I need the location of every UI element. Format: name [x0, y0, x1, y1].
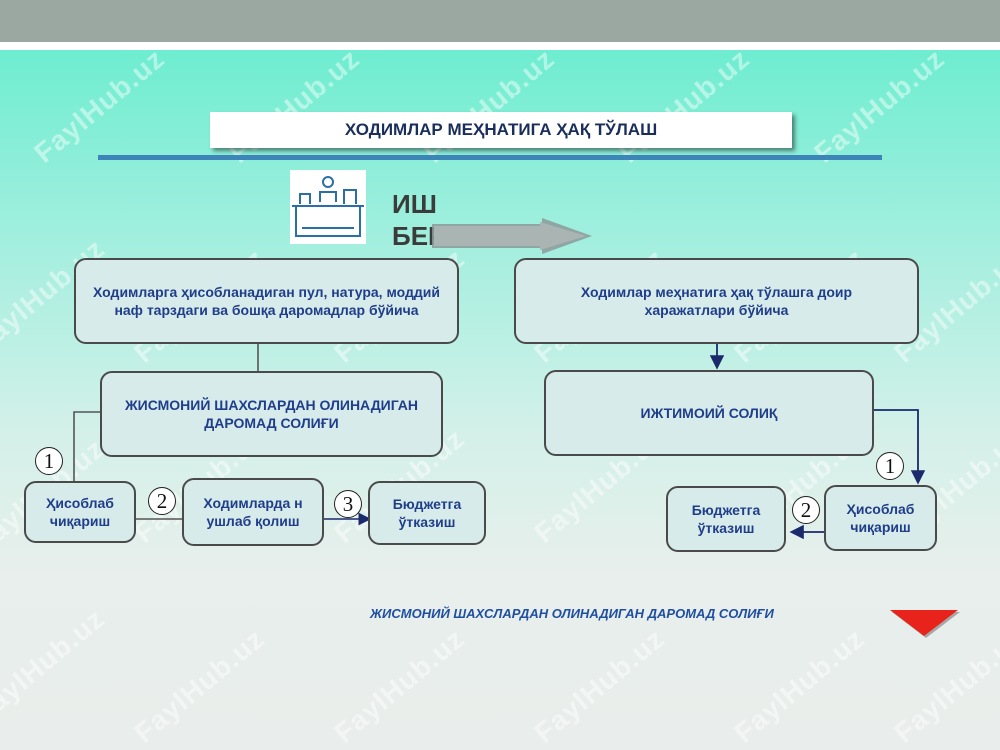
social-tax-box: ИЖТИМОИЙ СОЛИҚ	[544, 370, 874, 456]
right-expenses-box: Ходимлар меҳнатига ҳақ тўлашга доир хара…	[514, 258, 919, 344]
step-number-1: 1	[876, 452, 904, 480]
top-bar	[0, 0, 1000, 42]
left-step-withhold: Ходимларда н ушлаб қолиш	[182, 478, 324, 546]
right-step-transfer: Бюджетга ўтказиш	[666, 486, 786, 552]
left-income-box: Ходимларга ҳисобланадиган пул, натура, м…	[74, 258, 459, 344]
office-worker-icon	[290, 170, 366, 244]
personal-income-tax-box: ЖИСМОНИЙ ШАХСЛАРДАН ОЛИНАДИГАН ДАРОМАД С…	[100, 371, 443, 457]
footer-link-personal-income-tax[interactable]: ЖИСМОНИЙ ШАХСЛАРДАН ОЛИНАДИГАН ДАРОМАД С…	[370, 606, 774, 621]
right-step-calculate: Ҳисоблаб чиқариш	[824, 485, 937, 551]
title-underline	[98, 155, 882, 160]
slide-title: ХОДИМЛАР МЕҲНАТИГА ҲАҚ ТЎЛАШ	[210, 112, 792, 148]
left-step-transfer: Бюджетга ўтказиш	[368, 481, 486, 545]
step-number-2: 2	[792, 496, 820, 524]
step-number-1: 1	[35, 447, 63, 475]
step-number-3: 3	[334, 490, 362, 518]
step-number-2: 2	[148, 487, 176, 515]
left-step-calculate: Ҳисоблаб чиқариш	[24, 481, 136, 543]
employer-arrow	[432, 218, 592, 254]
red-down-arrow-icon[interactable]	[888, 608, 960, 638]
